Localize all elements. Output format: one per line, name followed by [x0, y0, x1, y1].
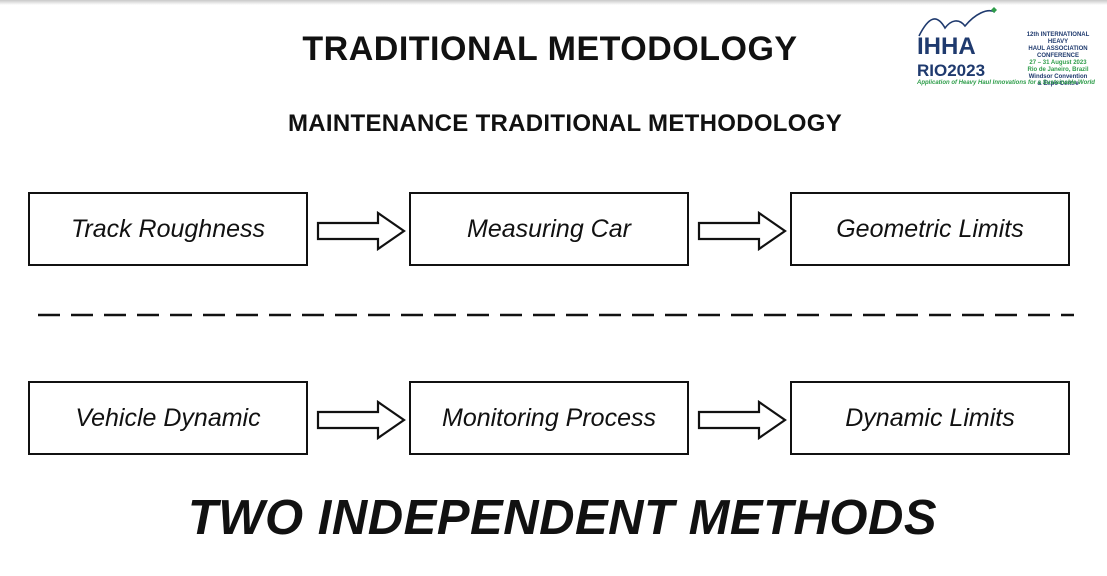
right-arrow-icon [316, 400, 406, 440]
logo-city: Rio de Janeiro, Brazil [1027, 67, 1089, 73]
top-rule [0, 0, 1107, 5]
step-box-dynamic-limits: Dynamic Limits [790, 381, 1070, 455]
logo-conference-info: 12th INTERNATIONAL HEAVY HAUL ASSOCIATIO… [1017, 32, 1099, 88]
ihha-logo-mark: IHHA RIO2023 [917, 7, 997, 80]
step-box-track-roughness: Track Roughness [28, 192, 308, 266]
logo-dates: 27 – 31 August 2023 [1029, 60, 1087, 66]
step-box-vehicle-dynamic: Vehicle Dynamic [28, 381, 308, 455]
page-title: TRADITIONAL METODOLOGY [302, 30, 798, 68]
step-box-measuring-car: Measuring Car [409, 192, 689, 266]
right-arrow-icon [316, 211, 406, 251]
right-arrow-icon [697, 211, 787, 251]
logo-rio-text: RIO2023 [917, 61, 985, 80]
diagram-subtitle: MAINTENANCE TRADITIONAL METHODOLOGY [287, 110, 843, 137]
logo-conference-line1: 12th INTERNATIONAL HEAVY [1026, 32, 1090, 45]
dashed-divider [38, 313, 1074, 317]
ihha-logo: IHHA RIO2023 12th INTERNATIONAL HEAVY HA… [915, 6, 1097, 92]
logo-venue-line2: & Expo Centre [1037, 81, 1079, 87]
logo-tagline: Application of Heavy Haul Innovations fo… [917, 80, 1095, 86]
conclusion-heading: TWO INDEPENDENT METHODS [187, 491, 938, 545]
right-arrow-icon [697, 400, 787, 440]
logo-conference-line2: HAUL ASSOCIATION CONFERENCE [1028, 46, 1088, 59]
step-box-monitoring-process: Monitoring Process [409, 381, 689, 455]
step-box-geometric-limits: Geometric Limits [790, 192, 1070, 266]
logo-venue-line1: Windsor Convention [1028, 74, 1088, 80]
logo-ihha-text: IHHA [917, 33, 976, 60]
